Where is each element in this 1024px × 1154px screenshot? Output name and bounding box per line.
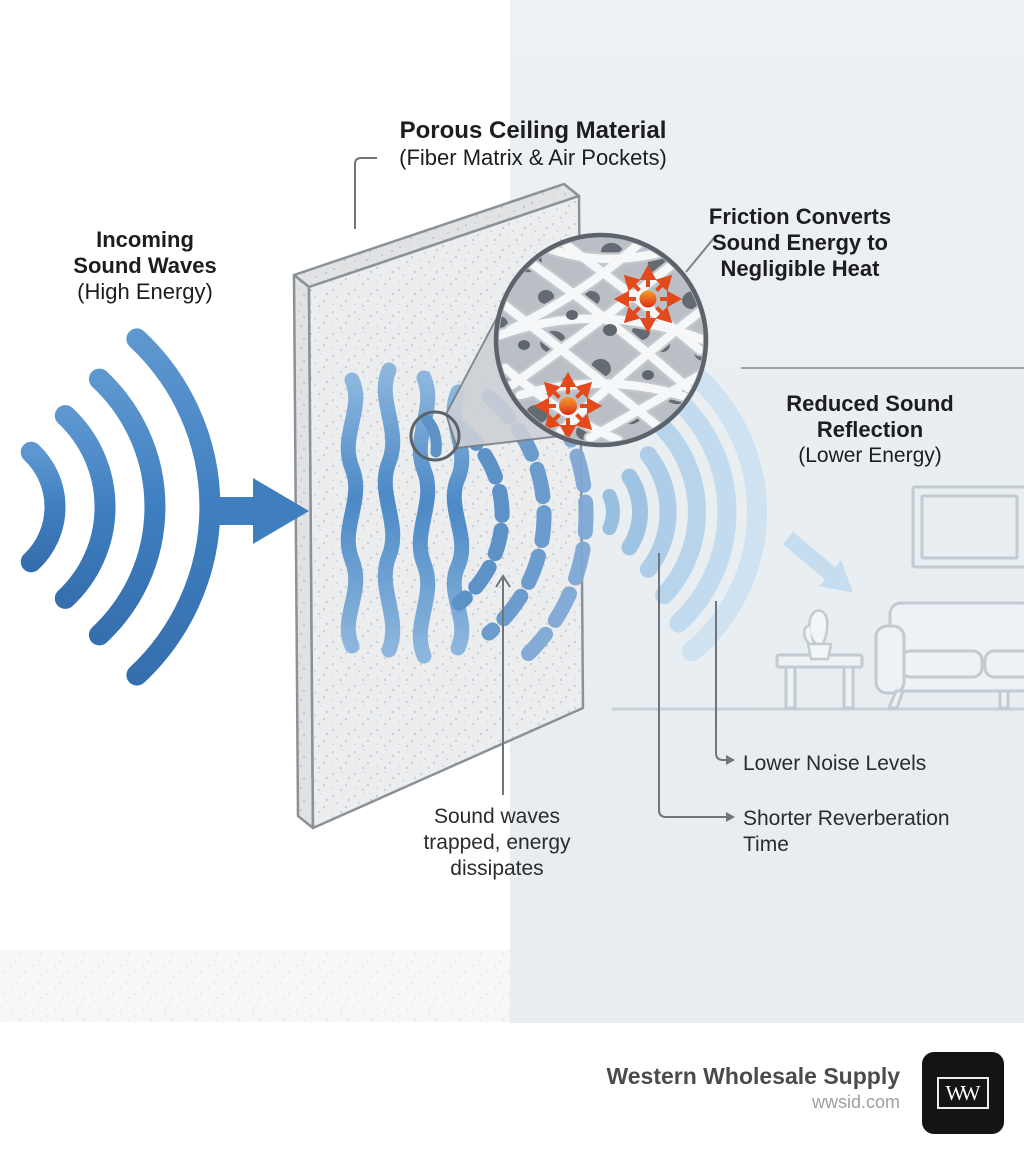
side-table-icon (775, 653, 864, 710)
magnifier-ring (493, 232, 709, 448)
reduced-line3: (Lower Energy) (798, 444, 942, 467)
noise-elbow-arrow (715, 601, 735, 765)
heat-burst-icon (533, 264, 683, 441)
friction-label: Friction Converts Sound Energy to Neglig… (709, 204, 891, 282)
friction-callout-line (685, 237, 715, 273)
benefit-shorter-reverb: Shorter Reverberation Time (743, 806, 950, 858)
incoming-waves-label: Incoming Sound Waves (High Energy) (73, 227, 216, 305)
logo-monogram-frame: WW (937, 1077, 989, 1109)
transmitted-waves-icon (602, 362, 767, 662)
fiber-matrix-detail (499, 238, 703, 442)
reduced-line1: Reduced Sound (786, 391, 954, 416)
website-url: wwsid.com (811, 1092, 900, 1112)
room-background-panel (510, 0, 1024, 1023)
panel-title: Porous Ceiling Material (Fiber Matrix & … (399, 117, 667, 171)
friction-line3: Negligible Heat (720, 256, 880, 281)
reduced-reflection-label: Reduced Sound Reflection (Lower Energy) (786, 391, 953, 469)
room-illustration (612, 485, 1024, 711)
panel-label-connector (354, 157, 377, 229)
benefit-reverb-line1: Shorter Reverberation (743, 807, 950, 830)
impact-arrow-icon (214, 478, 309, 544)
reduced-reflection-arrow-icon (782, 531, 854, 593)
panel-title-line1: Porous Ceiling Material (399, 117, 667, 144)
plant-icon (802, 609, 833, 661)
reverb-elbow-arrow (658, 553, 735, 822)
incoming-line3: (High Energy) (77, 279, 213, 304)
footer: Western Wholesale Supply wwsid.com (606, 1063, 900, 1113)
friction-line1: Friction Converts (708, 204, 892, 229)
trapped-label-arrow (495, 574, 511, 795)
incoming-line2: Sound Waves (73, 253, 217, 278)
benefit-noise-text: Lower Noise Levels (743, 752, 927, 775)
sofa-icon (874, 601, 1024, 710)
texture-band (0, 950, 512, 1022)
fiber-strands (499, 238, 703, 442)
reduced-line2: Reflection (816, 417, 924, 442)
connector-lines (354, 157, 735, 822)
panel-title-line2: (Fiber Matrix & Air Pockets) (399, 145, 667, 170)
trapped-waves-label: Sound waves trapped, energy dissipates (423, 804, 570, 882)
magnifier-source-circle (409, 410, 461, 462)
magnifier-callout (409, 232, 715, 462)
trapped-line1: Sound waves (433, 805, 561, 828)
incoming-line1: Incoming (96, 227, 194, 252)
friction-line2: Sound Energy to (711, 230, 888, 255)
trapped-line3: dissipates (450, 857, 544, 880)
brand-name: Western Wholesale Supply (606, 1063, 900, 1089)
incoming-sound-waves-icon (20, 328, 221, 686)
air-pocket-blobs-top (518, 310, 654, 380)
picture-frame-icon (911, 485, 1024, 569)
magnified-wave-dash (421, 414, 442, 458)
brand-logo: WW (922, 1052, 1004, 1134)
benefit-reverb-line2: Time (743, 833, 789, 856)
benefit-lower-noise: Lower Noise Levels (743, 751, 926, 777)
trapped-line2: trapped, energy (423, 831, 571, 854)
logo-monogram-icon: WW (945, 1080, 980, 1105)
